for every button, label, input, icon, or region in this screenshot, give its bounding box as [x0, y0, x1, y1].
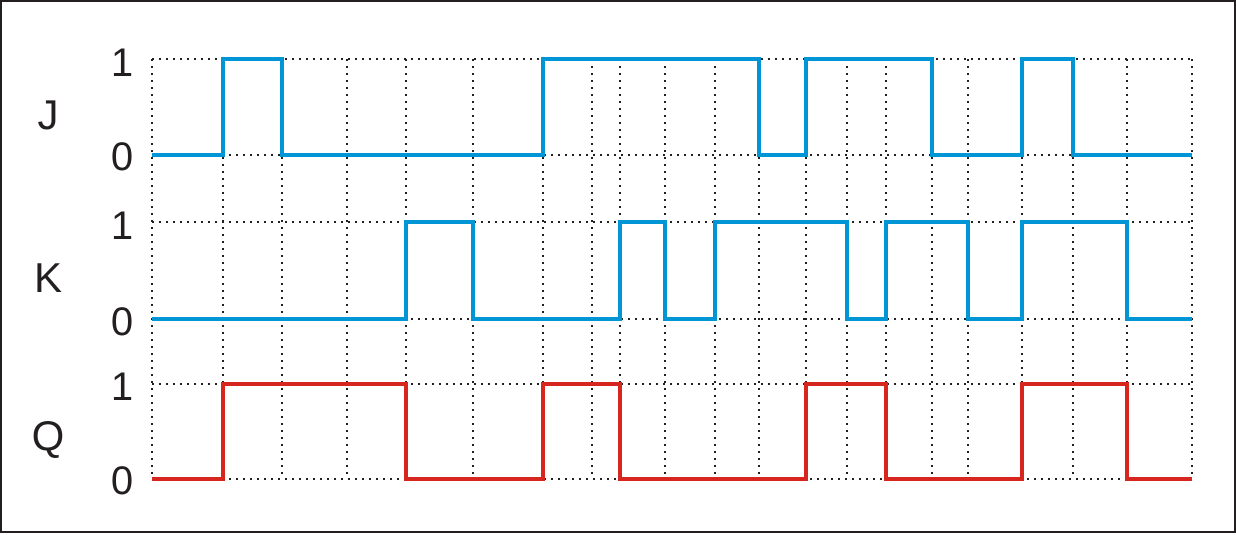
signal-name-k: K [34, 254, 62, 301]
grid [151, 58, 1193, 480]
k-high-label: 1 [111, 204, 133, 248]
waveforms [152, 57, 1192, 481]
signal-name-q: Q [32, 412, 65, 459]
j-high-label: 1 [111, 41, 133, 85]
waveform-j [152, 57, 1192, 157]
q-high-label: 1 [111, 365, 133, 409]
waveform-k [152, 220, 1192, 321]
j-low-label: 0 [111, 135, 133, 179]
signal-name-j: J [38, 91, 59, 138]
q-low-label: 0 [111, 459, 133, 503]
k-low-label: 0 [111, 300, 133, 344]
waveform-q [152, 382, 1192, 481]
